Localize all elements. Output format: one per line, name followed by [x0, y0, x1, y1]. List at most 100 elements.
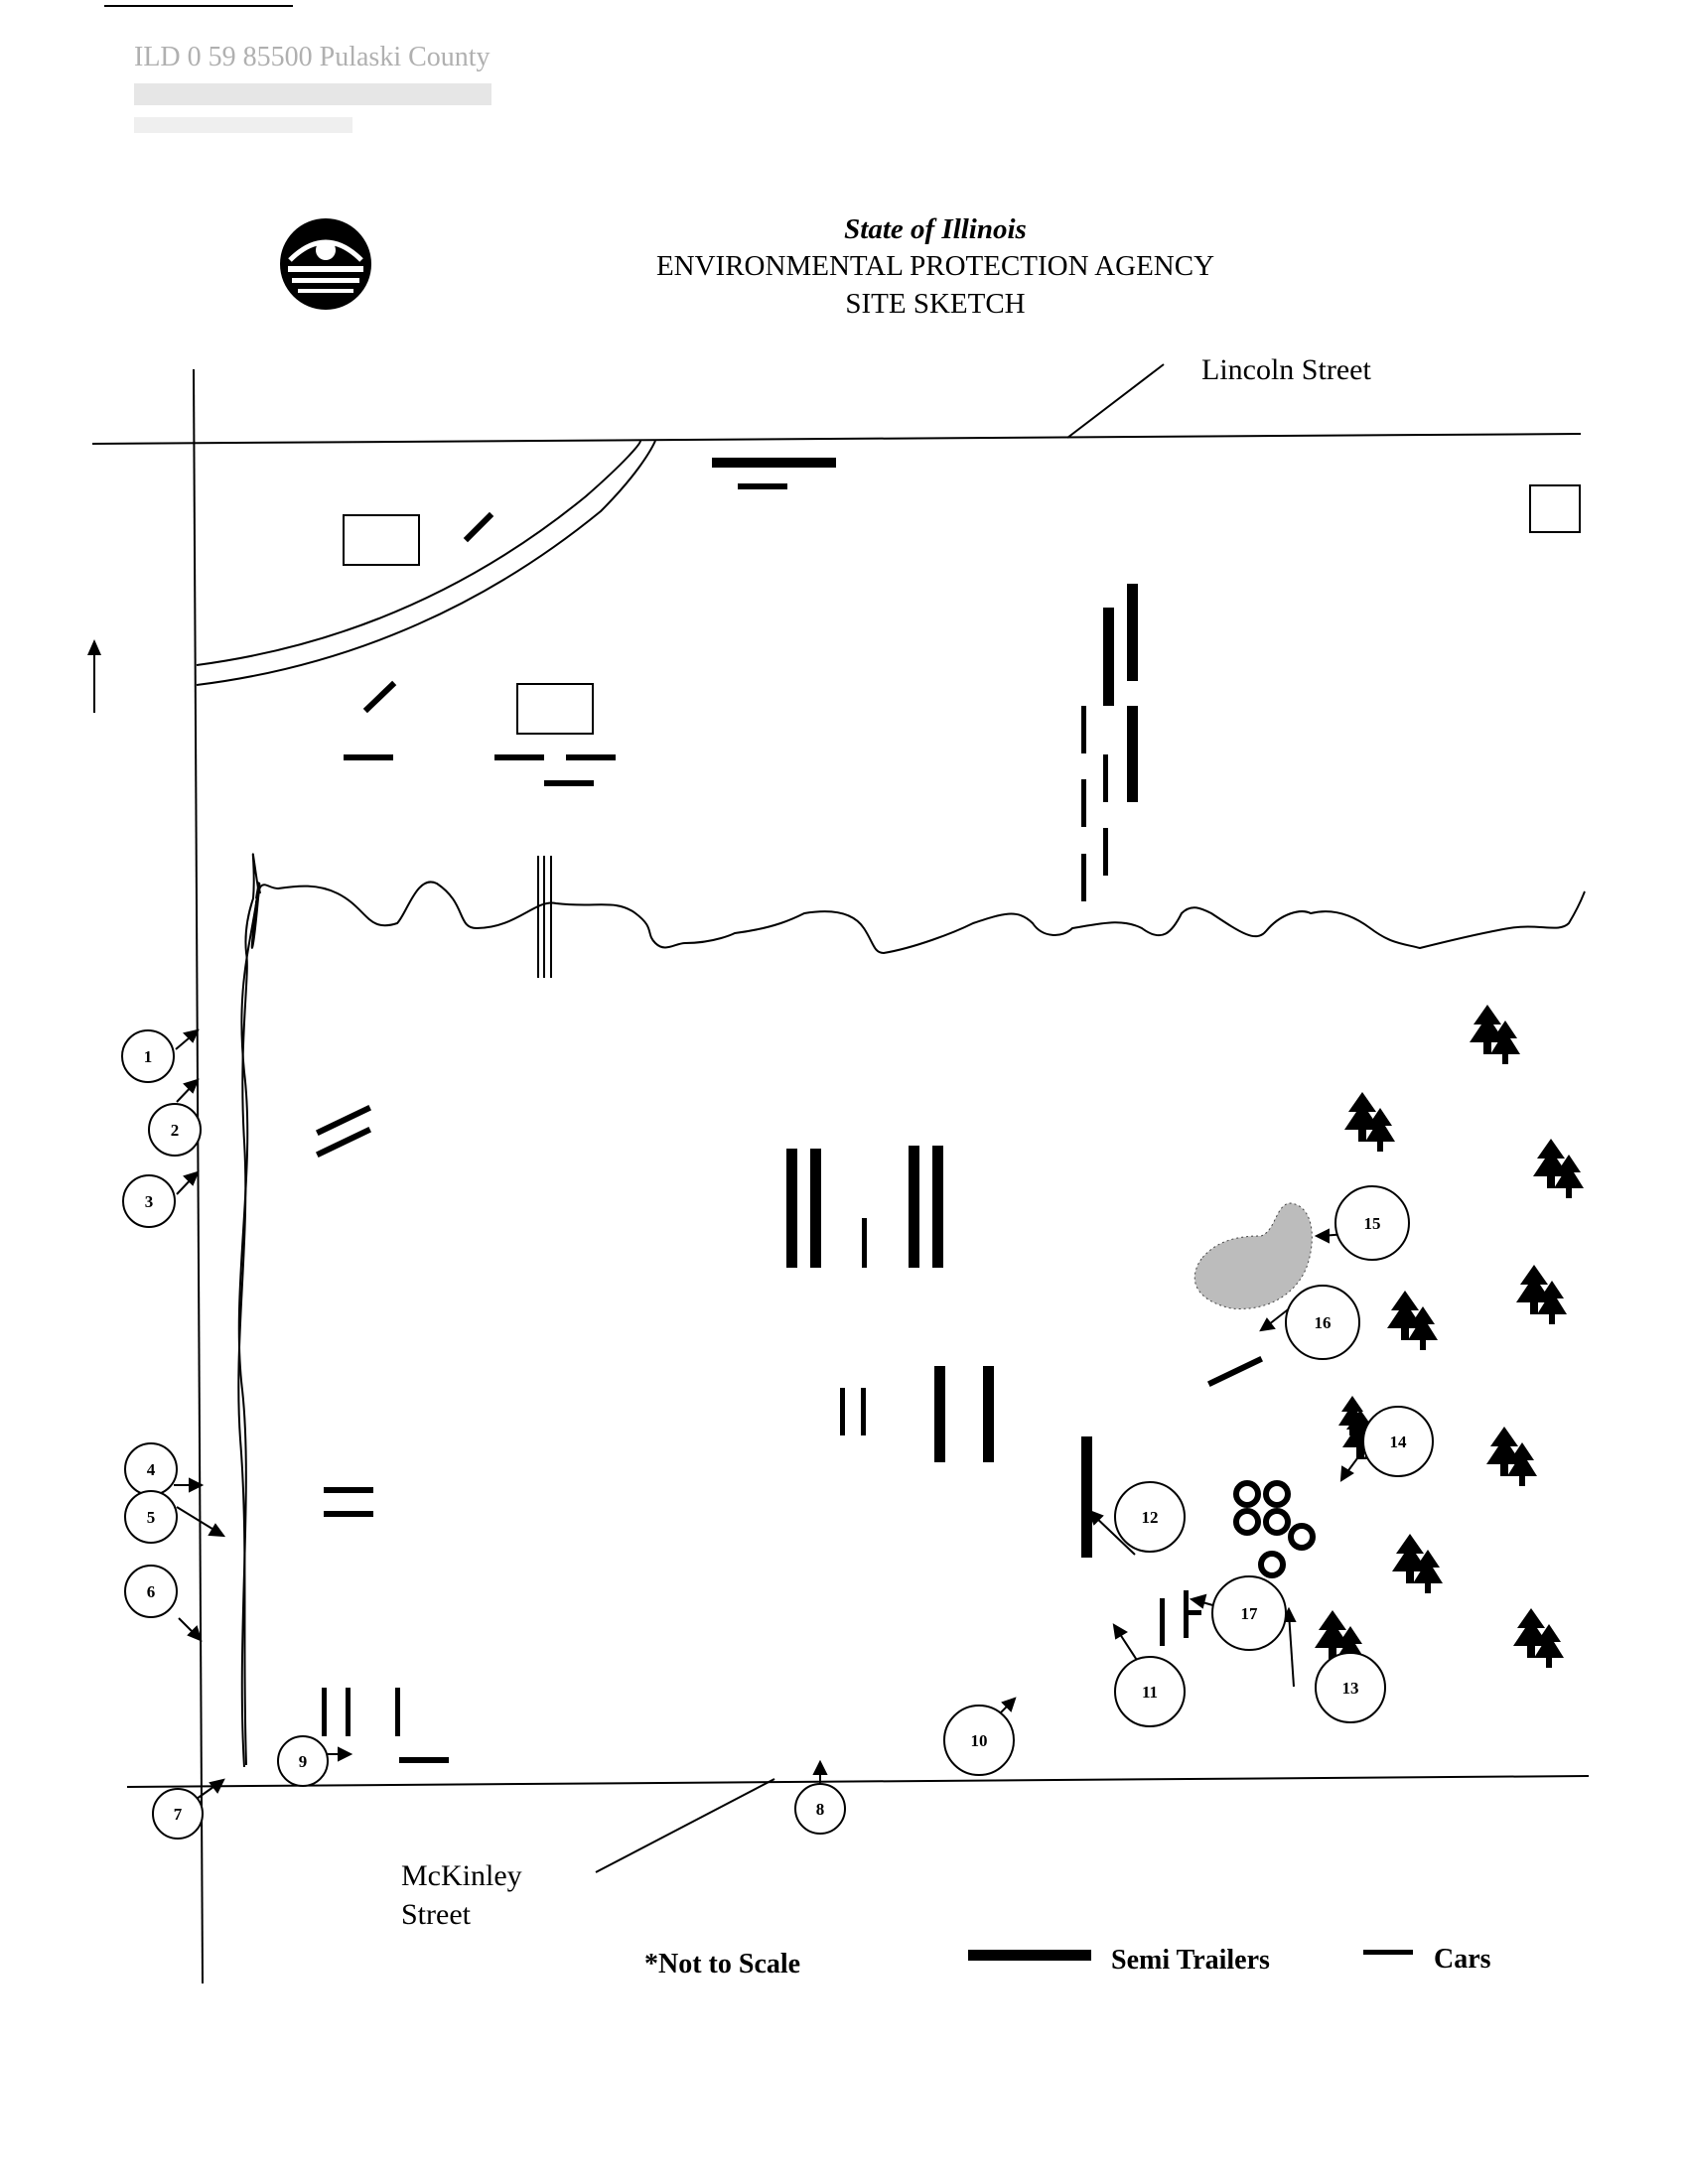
photo-point-15: [1334, 1185, 1410, 1261]
car: [1081, 779, 1086, 827]
photo-point-17-label: 17: [1241, 1604, 1259, 1623]
photo-point-3-label: 3: [145, 1192, 154, 1211]
tree-icons: [1315, 1005, 1584, 1670]
mckinley-street-label-2: Street: [401, 1898, 472, 1931]
creek-boundary-north: [255, 881, 1586, 955]
lincoln-street-leader: [1066, 363, 1165, 439]
photo-point-10-label: 10: [971, 1731, 988, 1750]
tree-icon: [1486, 1427, 1537, 1486]
scale-note: *Not to Scale: [644, 1949, 800, 1979]
legend-semi-trailer-swatch: [968, 1950, 1091, 1961]
car: [1206, 1355, 1264, 1388]
semi-trailers: [712, 458, 1138, 1558]
mckinley-street-line: [126, 1775, 1590, 1788]
photo-point-11: [1114, 1656, 1186, 1727]
photo-point-7: [152, 1788, 204, 1840]
state-title: State of Illinois: [844, 213, 1027, 245]
photo-point-7-label: 7: [174, 1805, 183, 1824]
semi-trailer: [1103, 608, 1114, 706]
north-arrow-icon: [87, 639, 101, 713]
tree-icon: [1470, 1005, 1520, 1064]
photo-point-8: [794, 1783, 846, 1835]
fax-header-smudge-2: [134, 117, 352, 133]
car: [1160, 1598, 1165, 1646]
car: [324, 1487, 373, 1493]
photo-point-13: [1315, 1652, 1386, 1723]
legend-car-swatch: [1363, 1950, 1413, 1955]
photo-arrows: [174, 1028, 1361, 1800]
photo-point-16-label: 16: [1315, 1313, 1332, 1332]
fax-header-text: ILD 0 59 85500 Pulaski County: [134, 42, 491, 72]
photo-point-5-label: 5: [147, 1508, 156, 1527]
photo-point-3: [122, 1174, 176, 1228]
photo-point-14-label: 14: [1390, 1433, 1408, 1451]
lincoln-street-label: Lincoln Street: [1201, 353, 1371, 386]
car: [861, 1388, 866, 1435]
illinois-epa-logo-icon: [280, 218, 371, 310]
car: [566, 754, 616, 760]
tree-icon: [1513, 1608, 1564, 1668]
semi-trailer: [786, 1149, 797, 1268]
photo-point-9-label: 9: [299, 1752, 308, 1771]
car: [1184, 1610, 1201, 1615]
photo-point-10: [943, 1705, 1015, 1776]
tree-icon: [1387, 1291, 1438, 1350]
car: [315, 1104, 372, 1137]
car: [463, 511, 494, 543]
car: [362, 680, 397, 714]
photo-point-5: [124, 1490, 178, 1544]
photo-point-12-label: 12: [1142, 1508, 1159, 1527]
mckinley-street-label-1: McKinley: [401, 1859, 522, 1892]
creek-boundary: [237, 853, 261, 1766]
car: [315, 1126, 372, 1159]
west-street-line: [193, 368, 204, 1984]
photo-point-1: [121, 1029, 175, 1083]
mckinley-street-leader: [595, 1778, 775, 1873]
photo-point-12: [1114, 1481, 1186, 1553]
photo-point-2: [148, 1103, 202, 1157]
photo-point-16: [1285, 1285, 1360, 1360]
semi-trailer: [909, 1146, 919, 1268]
tree-icon: [1392, 1534, 1443, 1593]
legend-cars-label: Cars: [1434, 1944, 1491, 1975]
cars: [322, 483, 1201, 1763]
photo-point-6-label: 6: [147, 1582, 156, 1601]
semi-trailer: [934, 1366, 945, 1462]
photo-point-8-label: 8: [816, 1800, 825, 1819]
car: [840, 1388, 845, 1435]
tree-icon: [1338, 1396, 1366, 1435]
photo-point-14: [1362, 1406, 1434, 1477]
photo-point-2-label: 2: [171, 1121, 180, 1140]
car: [399, 1757, 449, 1763]
car: [395, 1688, 400, 1736]
photo-point-9: [277, 1735, 329, 1787]
car: [1103, 828, 1108, 876]
photo-point-1-label: 1: [144, 1047, 153, 1066]
semi-trailer: [712, 458, 836, 468]
building-1: [343, 514, 420, 566]
photo-point-15-label: 15: [1364, 1214, 1381, 1233]
stained-area: [1193, 1202, 1313, 1309]
fax-header-smudge: [134, 83, 491, 105]
photo-point-6: [124, 1565, 178, 1618]
lincoln-street-line: [91, 433, 1582, 445]
legend-semi-trailers-label: Semi Trailers: [1111, 1945, 1270, 1976]
agency-title: ENVIRONMENTAL PROTECTION AGENCY: [656, 250, 1214, 282]
photo-point-4-label: 4: [147, 1460, 156, 1479]
car: [344, 754, 393, 760]
building-2: [516, 683, 594, 735]
rail-crossing: [537, 856, 552, 978]
semi-trailer: [932, 1146, 943, 1268]
tree-icon: [1344, 1092, 1395, 1152]
curved-driveway-edge: [196, 440, 656, 686]
photo-point-markers: [121, 1029, 1434, 1840]
curved-driveway: [196, 440, 641, 666]
semi-trailer: [1127, 584, 1138, 681]
photo-point-17: [1211, 1575, 1287, 1651]
car: [494, 754, 544, 760]
car: [738, 483, 787, 489]
photo-point-11-label: 11: [1142, 1683, 1158, 1702]
sketch-title: SITE SKETCH: [845, 288, 1025, 320]
semi-trailer: [810, 1149, 821, 1268]
